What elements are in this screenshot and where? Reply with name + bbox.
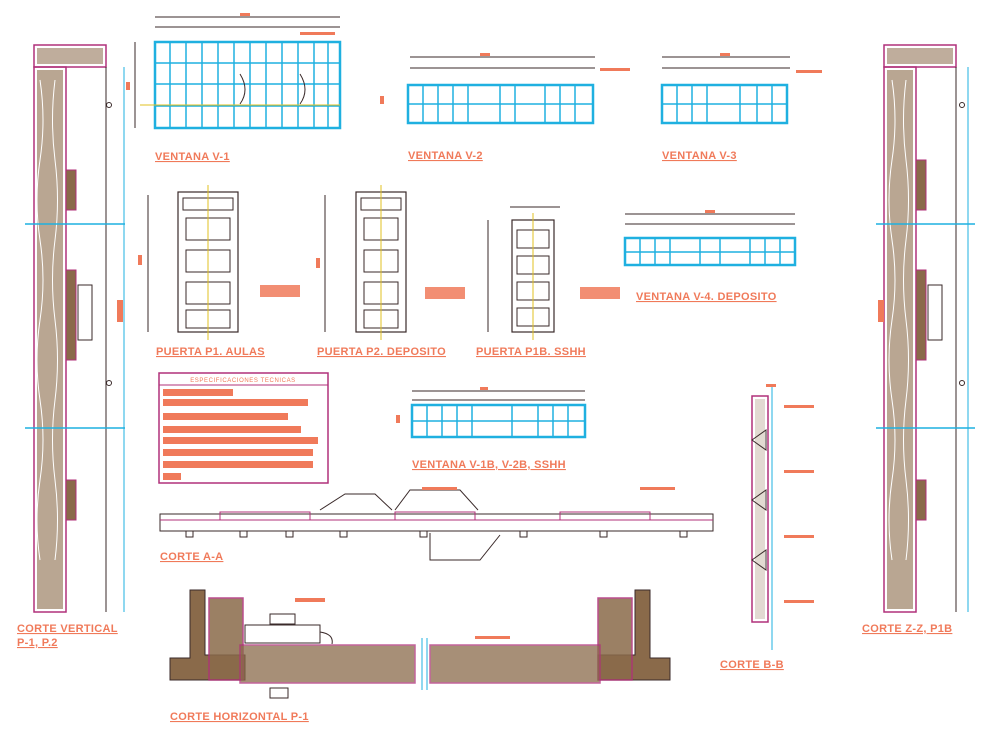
corte-vertical-drawing [25,44,125,613]
corte-aa-drawing [159,487,714,561]
puerta-p1b-drawing [487,206,620,340]
corte-zz-drawing [876,44,975,613]
ventana-v2-drawing [380,53,630,125]
corte-horizontal-label: CORTE HORIZONTAL P-1 [170,711,309,723]
corte-aa-label: CORTE A-A [160,551,223,563]
puerta-p1-drawing [138,185,300,340]
corte-horizontal-drawing [169,589,671,699]
ventana-v2-label: VENTANA V-2 [408,150,483,162]
ventana-v1b-drawing [396,387,587,439]
ventana-v1-drawing [126,13,342,130]
ventana-v1b-label: VENTANA V-1B, V-2B, SSHH [412,459,566,471]
ventana-v4-label: VENTANA V-4. DEPOSITO [636,291,777,303]
corte-bb-label: CORTE B-B [720,659,784,671]
puerta-p1-label: PUERTA P1. AULAS [156,346,265,358]
ventana-v4-drawing [623,210,797,267]
corte-vertical-label-line2: P-1, P.2 [17,637,58,649]
corte-bb-drawing [751,384,814,650]
ventana-v1-label: VENTANA V-1 [155,151,230,163]
ventana-v3-label: VENTANA V-3 [662,150,737,162]
specs-box: ESPECIFICACIONES TECNICAS [158,372,329,484]
corte-vertical-label-line1: CORTE VERTICAL [17,623,118,635]
ventana-v3-drawing [660,53,822,125]
specs-title: ESPECIFICACIONES TECNICAS [190,378,296,384]
corte-zz-label: CORTE Z-Z, P1B [862,623,952,635]
puerta-p1b-label: PUERTA P1B. SSHH [476,346,586,358]
puerta-p2-drawing [316,185,465,340]
puerta-p2-label: PUERTA P2. DEPOSITO [317,346,446,358]
